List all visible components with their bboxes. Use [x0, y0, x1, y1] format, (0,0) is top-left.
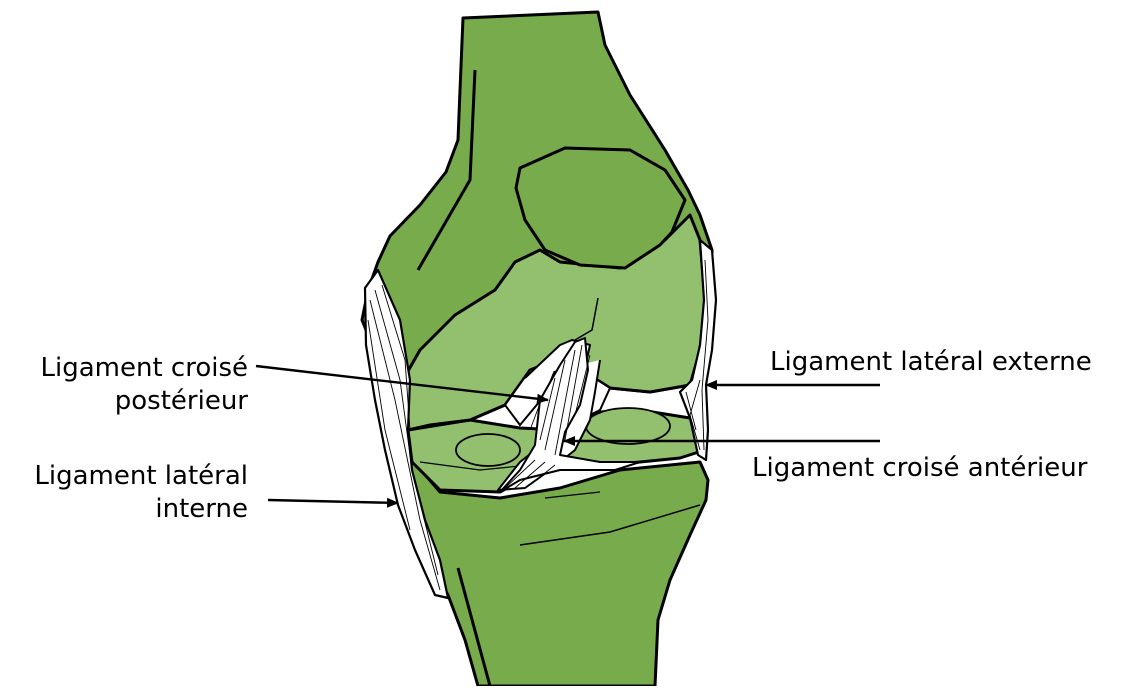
label-medial-collateral-line1: Ligament latéral	[34, 460, 248, 493]
leader-medial-collateral	[268, 500, 398, 503]
lateral-meniscus-facet	[586, 408, 670, 444]
label-anterior-cruciate: Ligament croisé antérieur	[752, 452, 1087, 485]
label-medial-collateral: Ligament latéral interne	[34, 460, 248, 526]
label-lateral-collateral: Ligament latéral externe	[770, 346, 1092, 379]
label-medial-collateral-line2: interne	[34, 493, 248, 526]
label-posterior-cruciate-line2: postérieur	[41, 385, 249, 418]
label-posterior-cruciate-line1: Ligament croisé	[41, 352, 249, 385]
label-posterior-cruciate: Ligament croisé postérieur	[41, 352, 249, 418]
medial-meniscus-facet	[456, 434, 520, 466]
